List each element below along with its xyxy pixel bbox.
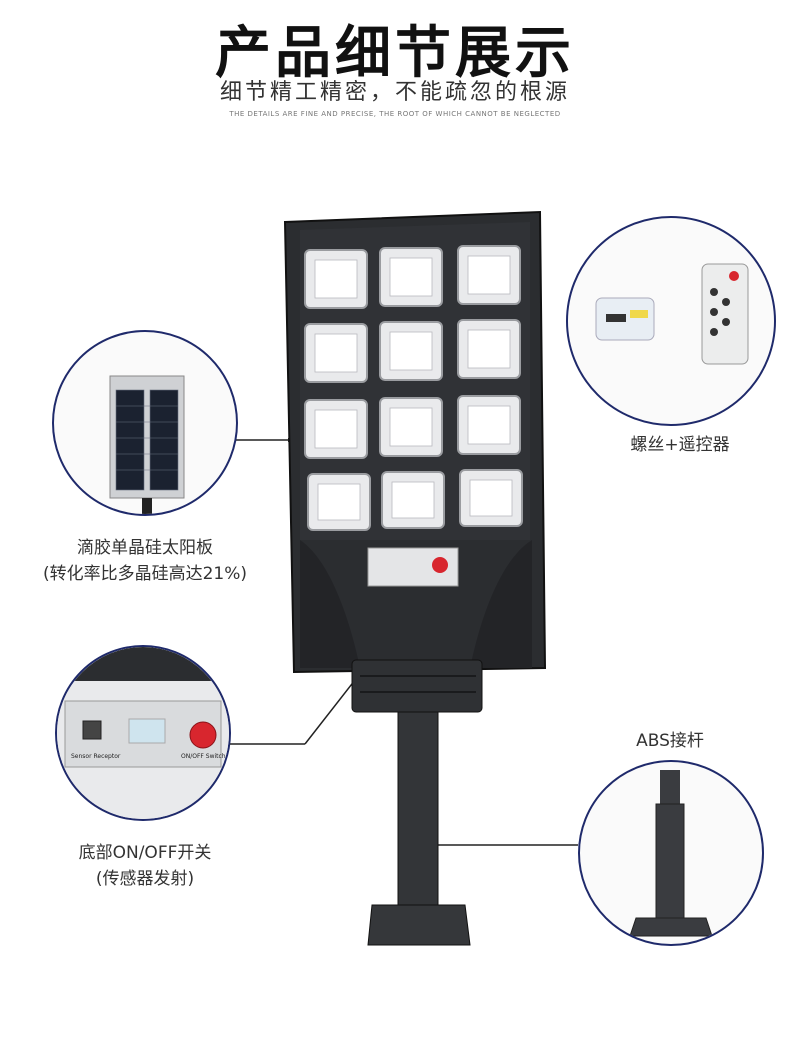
solar-panel-icon [109,375,185,514]
switch-caption: 底部ON/OFF开关 (传感器发射) [0,840,290,892]
solar-panel-title: 滴胶单晶硅太阳板 [77,538,213,558]
accessories-detail [566,216,776,426]
switch-closeup-icon [57,647,229,819]
solar-panel-detail [52,330,238,516]
switch-label: ON/OFF Switch [181,753,226,760]
solar-panel-caption: 滴胶单晶硅太阳板 (转化率比多晶硅高达21%) [0,535,290,587]
on-off-switch-dot [432,557,448,573]
switch-detail: Sensor Receptor ON/OFF Switch [55,645,231,821]
switch-note: (传感器发射) [95,869,195,889]
lamp-pole [397,711,439,923]
page-subtitle: 细节精工精密，不能疏忽的根源 [219,80,570,105]
sensor-label: Sensor Receptor [71,753,121,760]
lamp-bracket [351,659,483,713]
pole-base [367,904,471,946]
page-tagline: THE DETAILS ARE FINE AND PRECISE, THE RO… [229,110,561,118]
pole-detail [578,760,764,946]
accessories-caption: 螺丝+遥控器 [630,435,730,455]
pole-caption: ABS接杆 [636,731,704,751]
switch-title: 底部ON/OFF开关 [78,843,212,863]
remote-control [701,263,749,365]
remote-and-screws-icon [595,263,749,365]
solar-panel-note: (转化率比多晶硅高达21%) [42,564,248,584]
pole-closeup-icon [629,770,713,937]
page-title: 产品细节展示 [215,21,575,86]
